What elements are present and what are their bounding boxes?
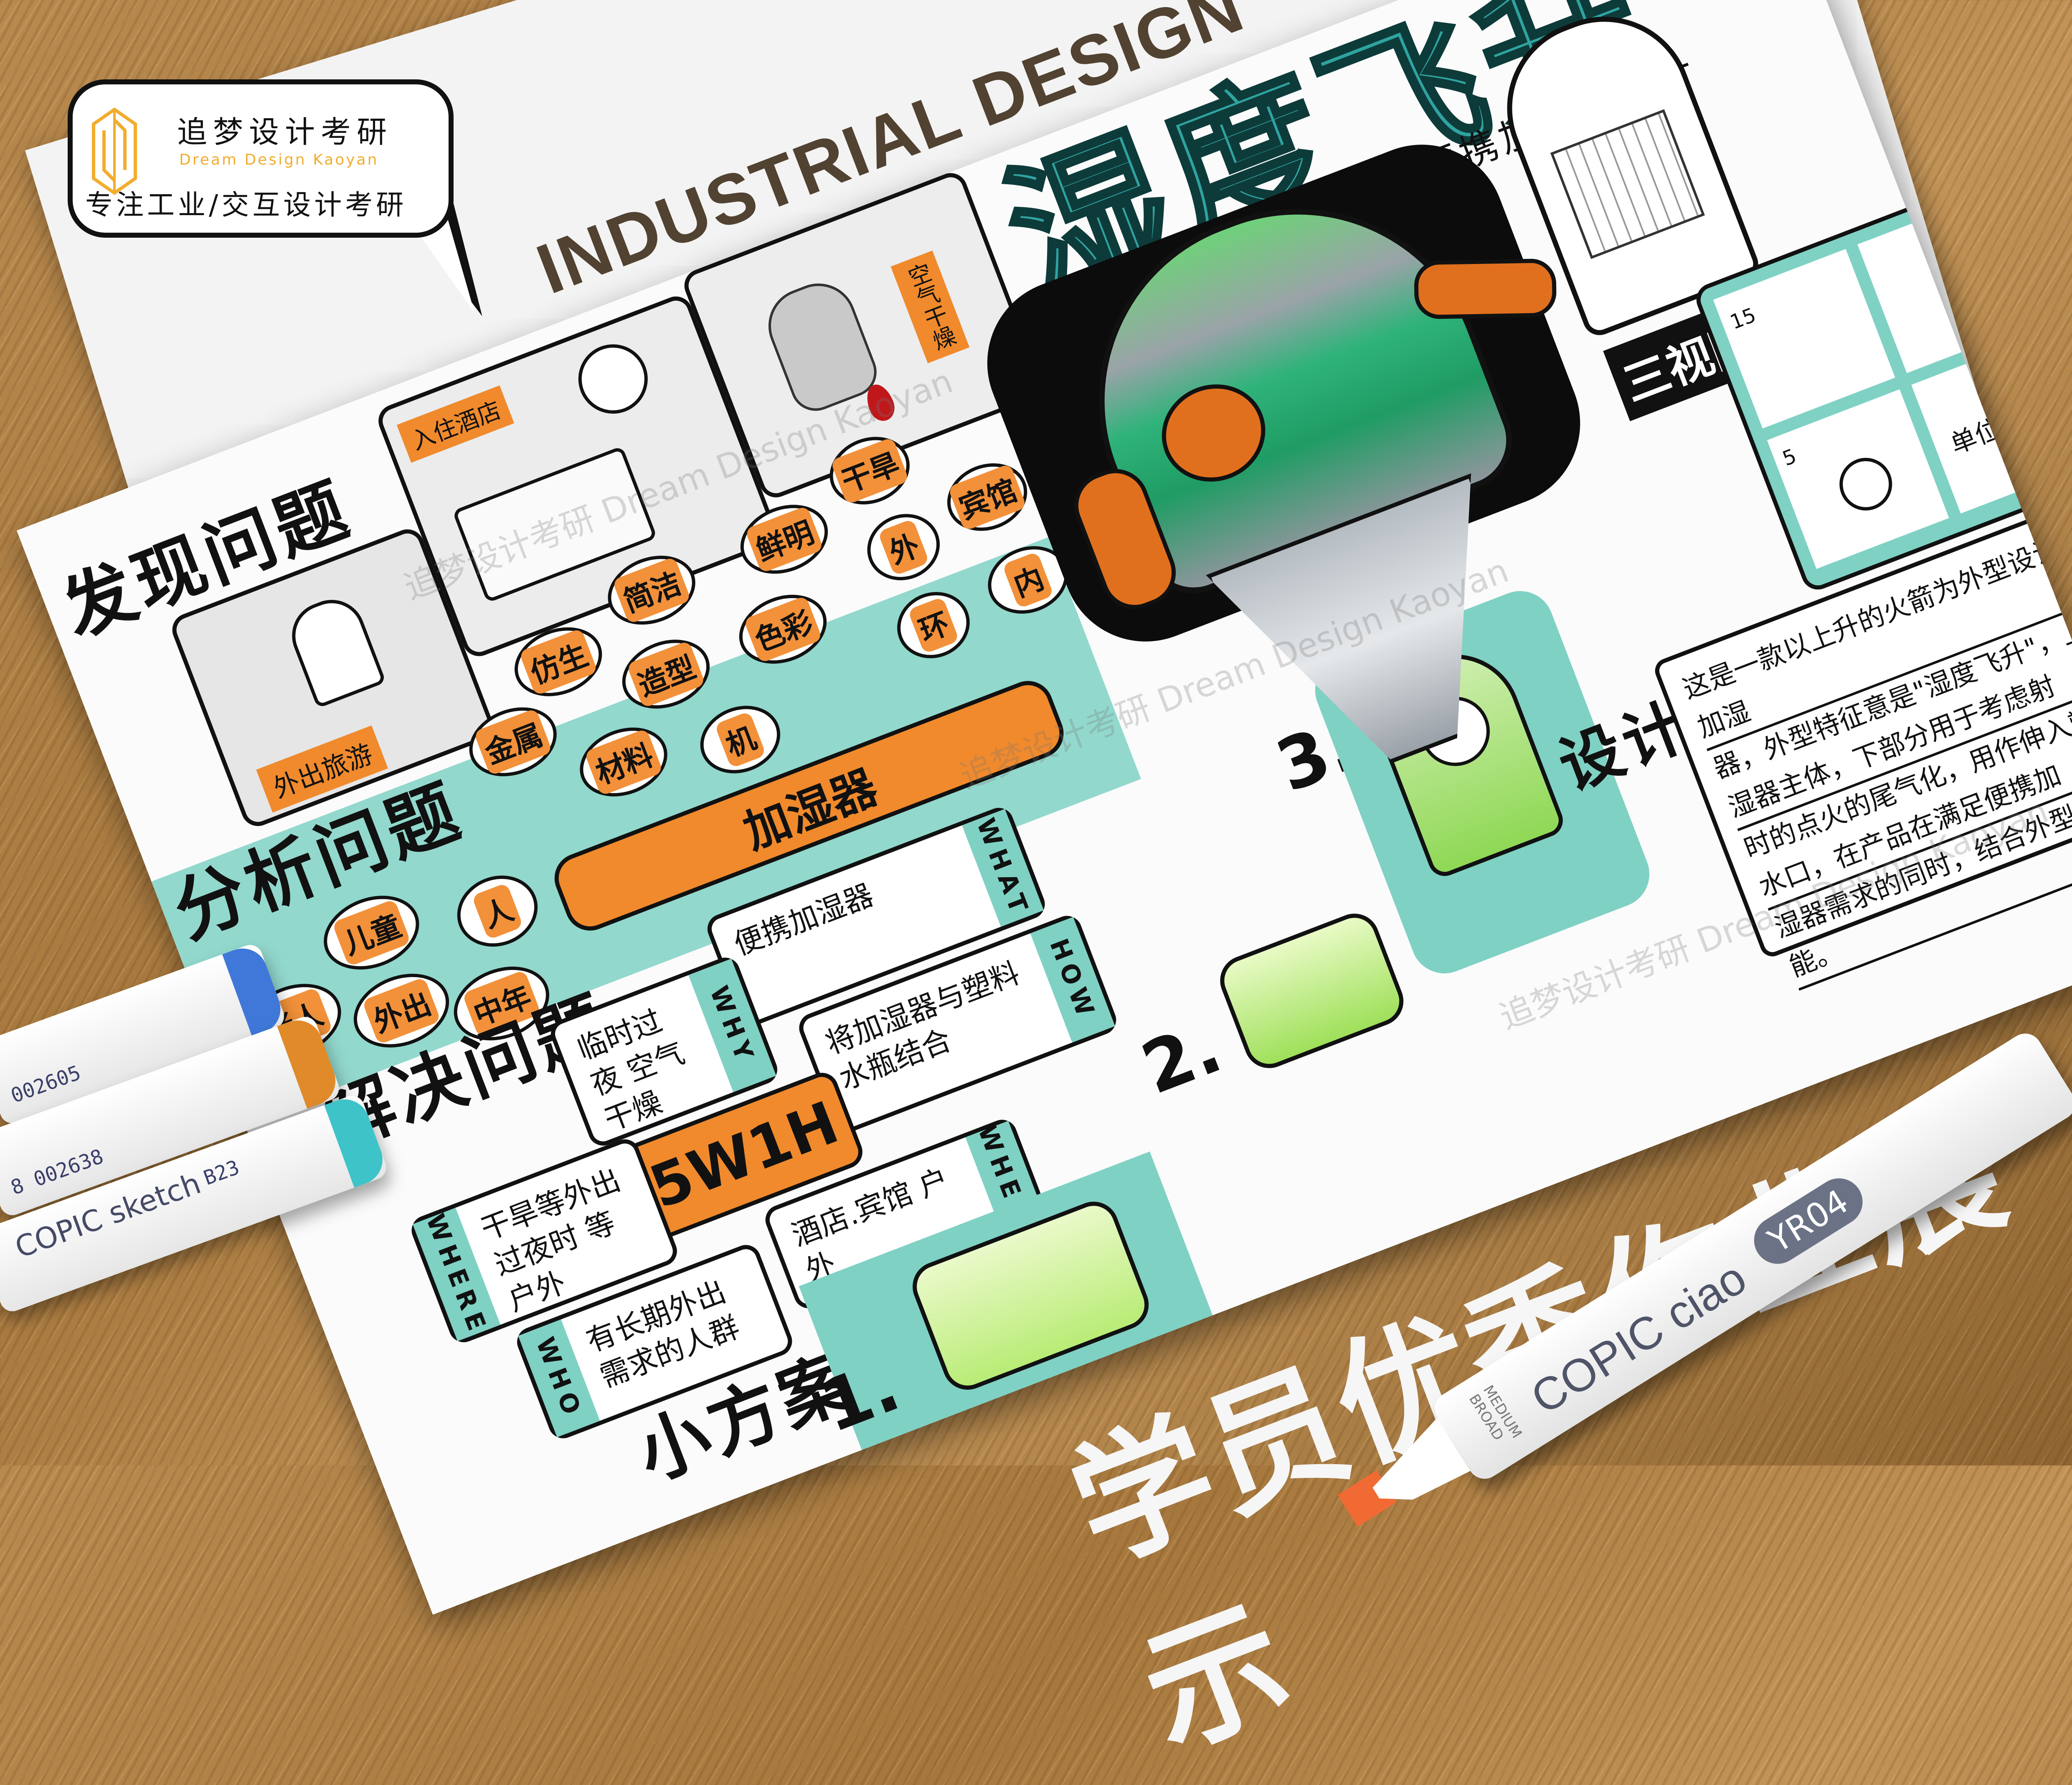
- humidifier-sketch-2: [1212, 906, 1411, 1076]
- rocket-window-icon: [1147, 369, 1280, 497]
- side-view-cell: [1857, 193, 2039, 373]
- scheme-label: 2.: [1131, 1006, 1233, 1111]
- cutaway-detail: [1550, 109, 1705, 259]
- rocket-fin-right: [1414, 258, 1557, 320]
- scene-label: 入住酒店: [396, 385, 515, 463]
- dream-design-logo-icon: [92, 107, 137, 195]
- clock-icon: [568, 334, 658, 424]
- node-outside: 外: [857, 503, 950, 591]
- brand-name-cn: 追梦设计考研: [177, 114, 393, 150]
- scene-label: 空气干燥: [890, 250, 970, 363]
- brand-name-en: Dream Design Kaoyan: [179, 151, 379, 168]
- brand-tagline: 专注工业/交互设计考研: [85, 189, 407, 221]
- brand-speech-bubble: 追梦设计考研 Dream Design Kaoyan 专注工业/交互设计考研: [68, 79, 454, 238]
- person-sketch-icon: [282, 590, 386, 709]
- top-view-circle-icon: [1831, 450, 1900, 518]
- marker-code: B23: [200, 1155, 243, 1190]
- marker-nib-size: MEDIUM BROAD: [1466, 1382, 1525, 1444]
